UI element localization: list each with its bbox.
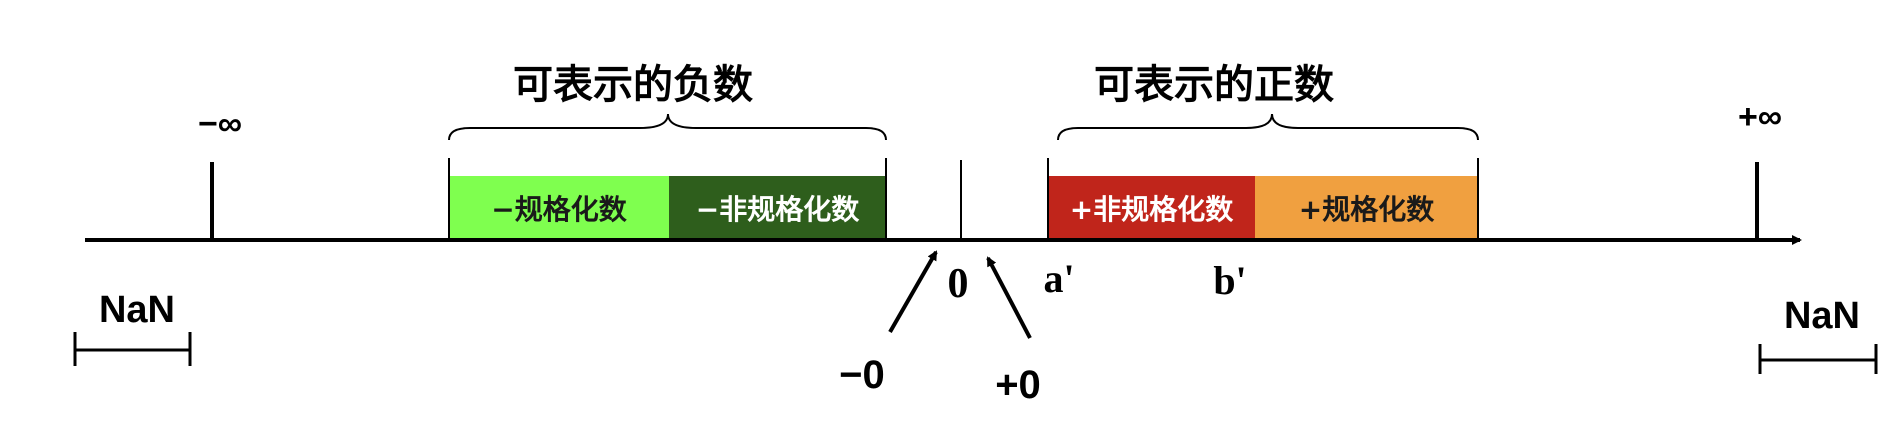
pos-zero-arrow — [986, 256, 1032, 339]
positive-range-label: 可表示的正数 — [1094, 62, 1334, 108]
neg-infinity-label: −∞ — [198, 105, 242, 143]
nan-right-label: NaN — [1784, 295, 1860, 337]
segment-neg-subnormal — [669, 176, 886, 240]
nan-right-bracket — [1758, 344, 1878, 374]
b-prime-label: b' — [1213, 258, 1246, 303]
segment-label-neg-subnormal: −非规格化数 — [696, 193, 860, 226]
segment-pos-subnormal — [1048, 176, 1255, 240]
positive-range-brace — [1057, 113, 1479, 141]
negative-range-brace — [448, 113, 887, 141]
pos-infinity-label: +∞ — [1738, 98, 1782, 136]
segment-label-neg-normal: −规格化数 — [491, 193, 627, 226]
segment-neg-normal — [449, 176, 669, 240]
segment-pos-normal — [1255, 176, 1478, 240]
nan-left-bracket — [73, 332, 192, 366]
zero-label: 0 — [948, 261, 969, 307]
segment-label-pos-subnormal: +非规格化数 — [1070, 193, 1234, 226]
segment-label-pos-normal: +规格化数 — [1299, 193, 1435, 226]
segments-layer: −规格化数 −非规格化数 +非规格化数 +规格化数 — [449, 176, 1478, 240]
pos-zero-label: +0 — [995, 363, 1041, 407]
negative-range-label: 可表示的负数 — [513, 62, 753, 108]
a-prime-label: a' — [1043, 256, 1074, 301]
nan-left-label: NaN — [99, 289, 175, 331]
neg-zero-arrow — [888, 250, 938, 333]
neg-zero-label: −0 — [839, 353, 885, 397]
